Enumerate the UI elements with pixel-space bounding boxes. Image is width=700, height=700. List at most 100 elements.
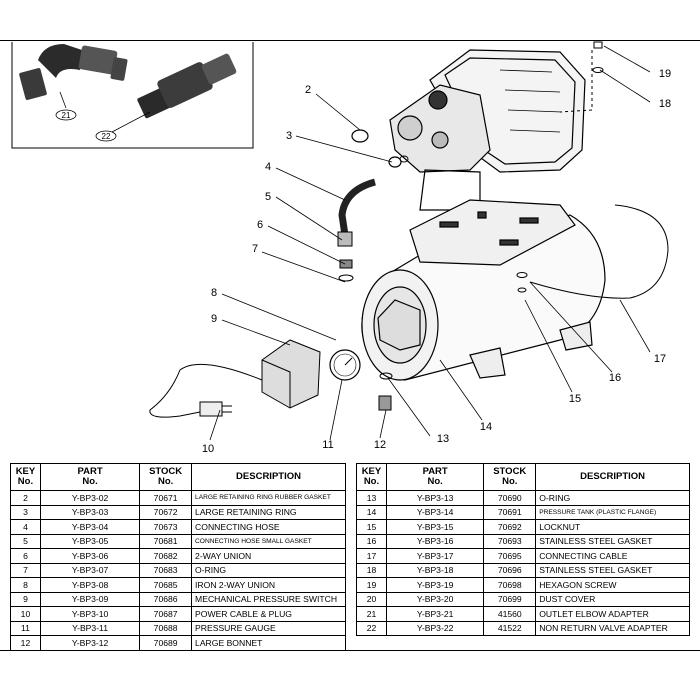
callout-8: 8	[211, 287, 217, 299]
cell-key: 19	[356, 577, 387, 593]
cell-description: 2-WAY UNION	[191, 548, 346, 564]
power-cable-drawing	[149, 363, 263, 418]
cell-description: CONNECTING HOSE	[191, 519, 346, 535]
cell-key: 6	[10, 548, 41, 564]
pressure-gauge-drawing	[329, 349, 361, 381]
callout-3: 3	[286, 130, 292, 142]
cell-key: 20	[356, 591, 387, 607]
cell-stock: 70682	[139, 548, 193, 564]
cell-stock: 70696	[483, 562, 537, 578]
cell-part: Y-BP3-18	[385, 562, 485, 578]
exploded-parts-diagram: 21 22	[11, 41, 671, 455]
connecting-hose-drawing	[337, 129, 409, 282]
cell-part: Y-BP3-07	[39, 562, 141, 578]
bonnet-drawing	[378, 372, 393, 411]
cell-description: IRON 2-WAY UNION	[191, 577, 346, 593]
callout-12: 12	[374, 439, 386, 451]
cell-description: STAINLESS STEEL GASKET	[535, 562, 690, 578]
callout-6: 6	[257, 219, 263, 231]
callout-10: 10	[202, 443, 214, 455]
cell-part: Y-BP3-09	[39, 591, 141, 607]
cell-part: Y-BP3-16	[385, 533, 485, 549]
top-rule	[0, 40, 700, 41]
leader-lines	[209, 45, 651, 441]
cell-stock: 70695	[483, 548, 537, 564]
outlet-elbow-adapter-drawing	[19, 44, 128, 100]
cell-stock: 41522	[483, 620, 537, 636]
callout-18: 18	[659, 98, 671, 110]
callout-9: 9	[211, 313, 217, 325]
cell-description: O-RING	[191, 562, 346, 578]
cell-stock: 70698	[483, 577, 537, 593]
callout-2: 2	[305, 84, 311, 96]
callout-4: 4	[265, 161, 271, 173]
pump-motor-drawing	[389, 49, 586, 211]
cell-description: LOCKNUT	[535, 519, 690, 535]
cell-description: CONNECTING HOSE SMALL GASKET	[191, 533, 346, 549]
cell-part: Y-BP3-02	[39, 490, 141, 506]
cell-key: 3	[10, 504, 41, 520]
pressure-tank-drawing	[361, 199, 606, 381]
cell-description: MECHANICAL PRESSURE SWITCH	[191, 591, 346, 607]
cell-description: STAINLESS STEEL GASKET	[535, 533, 690, 549]
cell-description: DUST COVER	[535, 591, 690, 607]
callout-16: 16	[609, 372, 621, 384]
cell-description: HEXAGON SCREW	[535, 577, 690, 593]
cell-part: Y-BP3-21	[385, 606, 485, 622]
cell-description: PRESSURE GAUGE	[191, 620, 346, 636]
cell-stock: 70671	[139, 490, 193, 506]
callout-17: 17	[654, 353, 666, 365]
cell-stock: 41560	[483, 606, 537, 622]
cell-part: Y-BP3-17	[385, 548, 485, 564]
callout-22: 22	[102, 132, 111, 141]
cell-stock: 70692	[483, 519, 537, 535]
cell-part: Y-BP3-03	[39, 504, 141, 520]
cell-description: CONNECTING CABLE	[535, 548, 690, 564]
cell-description: LARGE RETAINING RING RUBBER GASKET	[191, 490, 346, 506]
cell-stock: 70683	[139, 562, 193, 578]
cell-key: 7	[10, 562, 41, 578]
cell-key: 13	[356, 490, 387, 506]
cell-stock: 70673	[139, 519, 193, 535]
cell-description: NON RETURN VALVE ADAPTER	[535, 620, 690, 636]
cell-part: Y-BP3-14	[385, 504, 485, 520]
cell-key: 4	[10, 519, 41, 535]
cell-part: Y-BP3-10	[39, 606, 141, 622]
inset-box: 21 22	[11, 42, 254, 149]
cell-part: Y-BP3-15	[385, 519, 485, 535]
cell-key: 18	[356, 562, 387, 578]
cell-part: Y-BP3-19	[385, 577, 485, 593]
cell-part: Y-BP3-20	[385, 591, 485, 607]
cell-key: 12	[10, 635, 41, 651]
cell-stock: 70693	[483, 533, 537, 549]
cell-key: 5	[10, 533, 41, 549]
cell-part: Y-BP3-22	[385, 620, 485, 636]
cell-description: POWER CABLE & PLUG	[191, 606, 346, 622]
cell-part: Y-BP3-04	[39, 519, 141, 535]
cell-key: 9	[10, 591, 41, 607]
header-description: DESCRIPTION	[191, 463, 346, 491]
cell-key: 2	[10, 490, 41, 506]
cell-stock: 70690	[483, 490, 537, 506]
cell-part: Y-BP3-06	[39, 548, 141, 564]
non-return-valve-adapter-drawing	[137, 53, 237, 119]
